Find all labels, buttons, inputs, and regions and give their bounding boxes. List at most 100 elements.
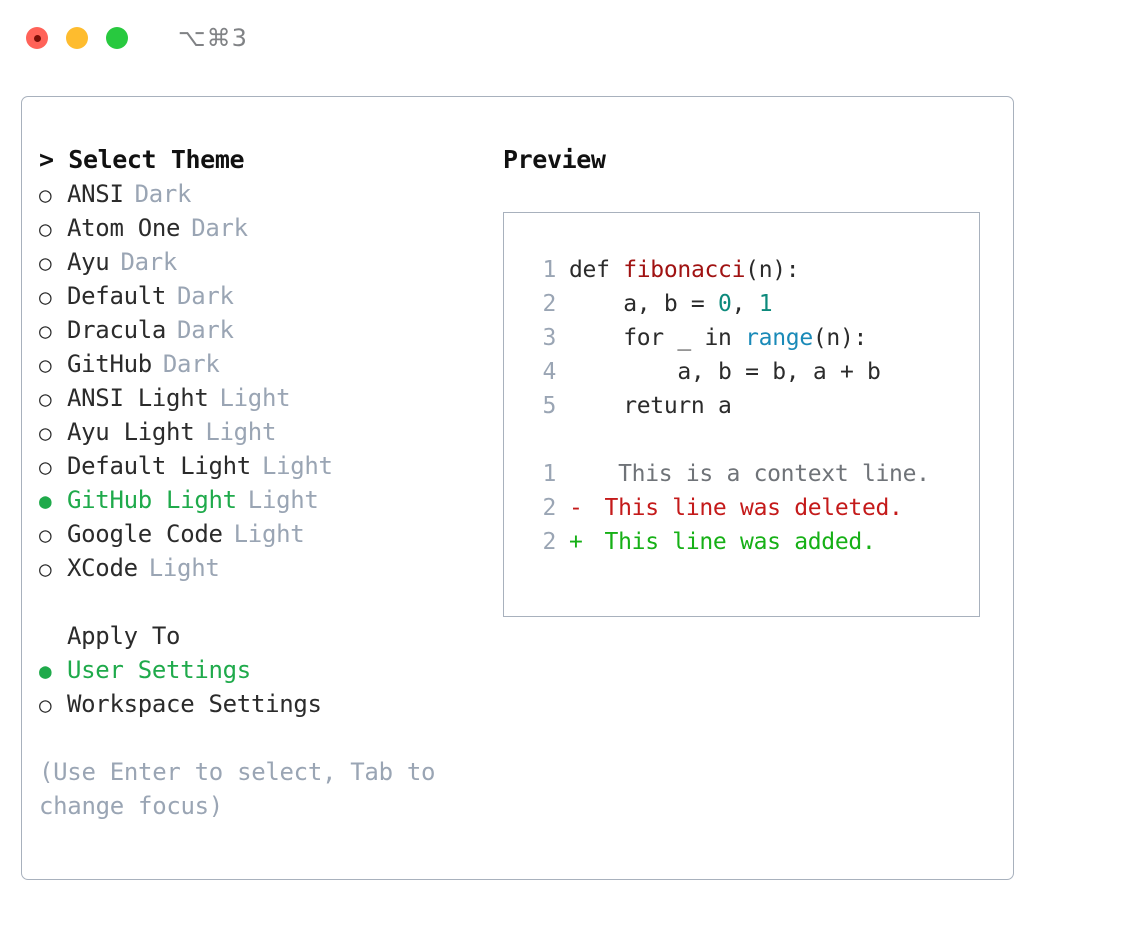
- code-token-num: 1: [758, 291, 773, 317]
- code-token-plain: return a: [569, 393, 732, 419]
- theme-option-ansi[interactable]: ○ ANSI Dark: [39, 177, 487, 211]
- radio-unselected-icon: ○: [39, 693, 52, 717]
- theme-option-kind: Light: [205, 418, 277, 446]
- theme-option-kind: Light: [261, 452, 333, 480]
- diff-line-removed: 2- This line was deleted.: [522, 491, 979, 525]
- theme-option-label: Default Light: [67, 452, 251, 480]
- diff-sample: 1 This is a context line.2- This line wa…: [522, 457, 979, 559]
- diff-line-number: 1: [542, 461, 556, 487]
- code-line-text: a, b = 0, 1: [569, 287, 772, 321]
- code-token-plain: def: [569, 257, 624, 283]
- diff-line-number: 2: [542, 495, 556, 521]
- code-line-number: 4: [542, 359, 556, 385]
- theme-option-github-light[interactable]: ● GitHub Light Light: [39, 483, 487, 517]
- radio-unselected-icon: ○: [39, 421, 52, 445]
- radio-unselected-icon: ○: [39, 183, 52, 207]
- diff-line-text: This is a context line.: [591, 461, 930, 487]
- theme-option-kind: Dark: [162, 350, 220, 378]
- code-token-fn: fibonacci: [623, 257, 746, 283]
- code-line-text: return a: [569, 389, 732, 423]
- radio-unselected-icon: ○: [39, 523, 52, 547]
- titlebar: ⌥⌘3: [0, 0, 1140, 76]
- radio-unselected-icon: ○: [39, 387, 52, 411]
- code-line-text: for _ in range(n):: [569, 321, 867, 355]
- code-token-plain: a, b = b, a + b: [569, 359, 881, 385]
- theme-option-kind: Dark: [134, 180, 192, 208]
- code-token-plain: a, b =: [569, 291, 719, 317]
- keyboard-hint: (Use Enter to select, Tab to change focu…: [39, 758, 436, 820]
- theme-option-label: ANSI: [67, 180, 124, 208]
- code-line-text: a, b = b, a + b: [569, 355, 881, 389]
- theme-option-kind: Dark: [120, 248, 178, 276]
- theme-option-label: Ayu: [67, 248, 110, 276]
- code-token-plain: for _ in: [569, 325, 746, 351]
- apply-to-option-label: User Settings: [67, 656, 251, 684]
- apply-to-option-label: Workspace Settings: [67, 690, 322, 718]
- select-theme-header: > Select Theme: [39, 145, 245, 174]
- code-line: 2 a, b = 0, 1: [522, 287, 979, 321]
- code-token-num: 0: [718, 291, 732, 317]
- code-token-plain: ,: [731, 291, 759, 317]
- diff-marker-icon: +: [569, 529, 583, 555]
- theme-option-kind: Light: [247, 486, 319, 514]
- code-line-number: 1: [542, 257, 556, 283]
- maximize-window-button[interactable]: [106, 27, 128, 49]
- apply-to-header: Apply To: [67, 622, 181, 650]
- minimize-window-button[interactable]: [66, 27, 88, 49]
- apply-to-option-workspace-settings[interactable]: ○ Workspace Settings: [39, 687, 487, 721]
- theme-option-label: GitHub: [67, 350, 152, 378]
- apply-to-list[interactable]: ● User Settings ○ Workspace Settings: [39, 653, 487, 721]
- theme-option-kind: Dark: [177, 316, 234, 344]
- code-token-plain: (n):: [745, 257, 800, 283]
- code-line-number: 2: [542, 291, 556, 317]
- radio-unselected-icon: ○: [39, 353, 52, 377]
- diff-line-text: This line was added.: [591, 529, 876, 555]
- theme-option-kind: Dark: [177, 282, 234, 310]
- diff-line-added: 2 + This line was added.: [522, 525, 979, 559]
- list-spacer: [39, 585, 487, 619]
- apply-to-option-user-settings[interactable]: ● User Settings: [39, 653, 487, 687]
- diff-marker-icon: [569, 457, 591, 491]
- theme-option-github[interactable]: ○ GitHub Dark: [39, 347, 487, 381]
- theme-option-dracula[interactable]: ○ Dracula Dark: [39, 313, 487, 347]
- theme-option-google-code[interactable]: ○ Google Code Light: [39, 517, 487, 551]
- radio-selected-icon: ●: [39, 659, 52, 683]
- code-line-number: 5: [542, 393, 556, 419]
- theme-option-kind: Light: [219, 384, 291, 412]
- radio-selected-icon: ●: [39, 489, 52, 513]
- diff-line-number: 2: [542, 529, 556, 555]
- theme-option-label: Google Code: [67, 520, 223, 548]
- theme-option-label: GitHub Light: [67, 486, 237, 514]
- radio-unselected-icon: ○: [39, 455, 52, 479]
- code-line-number: 3: [542, 325, 556, 351]
- close-window-button[interactable]: [26, 27, 48, 49]
- preview-header: Preview: [503, 145, 606, 174]
- theme-option-label: XCode: [67, 554, 138, 582]
- window-controls: [26, 27, 128, 49]
- code-line: 3 for _ in range(n):: [522, 321, 979, 355]
- diff-line-context: 1 This is a context line.: [522, 457, 979, 491]
- code-line: 1 def fibonacci(n):: [522, 253, 979, 287]
- theme-option-kind: Light: [233, 520, 305, 548]
- code-token-kw: range: [745, 325, 813, 351]
- theme-option-default-light[interactable]: ○ Default Light Light: [39, 449, 487, 483]
- keyboard-shortcut-label: ⌥⌘3: [178, 24, 248, 52]
- theme-option-ayu-light[interactable]: ○ Ayu Light Light: [39, 415, 487, 449]
- theme-option-label: Ayu Light: [67, 418, 195, 446]
- code-line-text: def fibonacci(n):: [569, 253, 800, 287]
- diff-marker-icon: -: [569, 495, 583, 521]
- theme-option-label: Dracula: [67, 316, 167, 344]
- code-line: 5 return a: [522, 389, 979, 423]
- radio-unselected-icon: ○: [39, 319, 52, 343]
- diff-line-text: This line was deleted.: [591, 495, 903, 521]
